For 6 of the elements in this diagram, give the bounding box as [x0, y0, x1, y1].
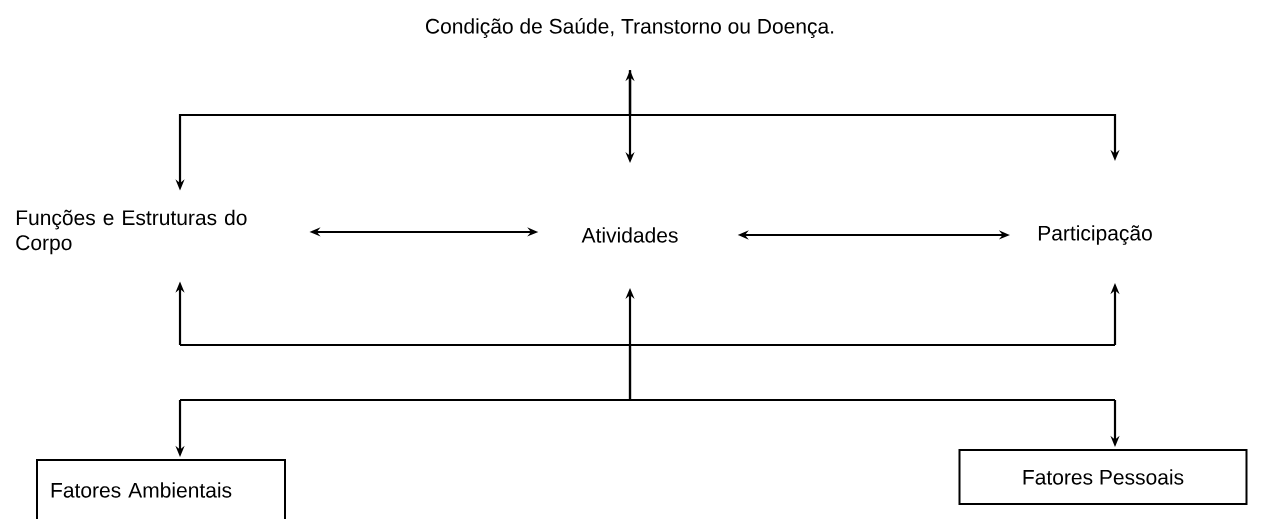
- factor-box: Fatores Pessoais: [958, 449, 1248, 505]
- factor-box: Fatores Ambientais: [36, 459, 286, 519]
- component-text: Funções e Estruturas do Corpo: [16, 209, 247, 255]
- component-text: Participação: [1038, 225, 1152, 245]
- condition-text: Condição de Saúde, Transtorno ou Doença.: [426, 18, 834, 38]
- component-text: Atividades: [581, 227, 678, 243]
